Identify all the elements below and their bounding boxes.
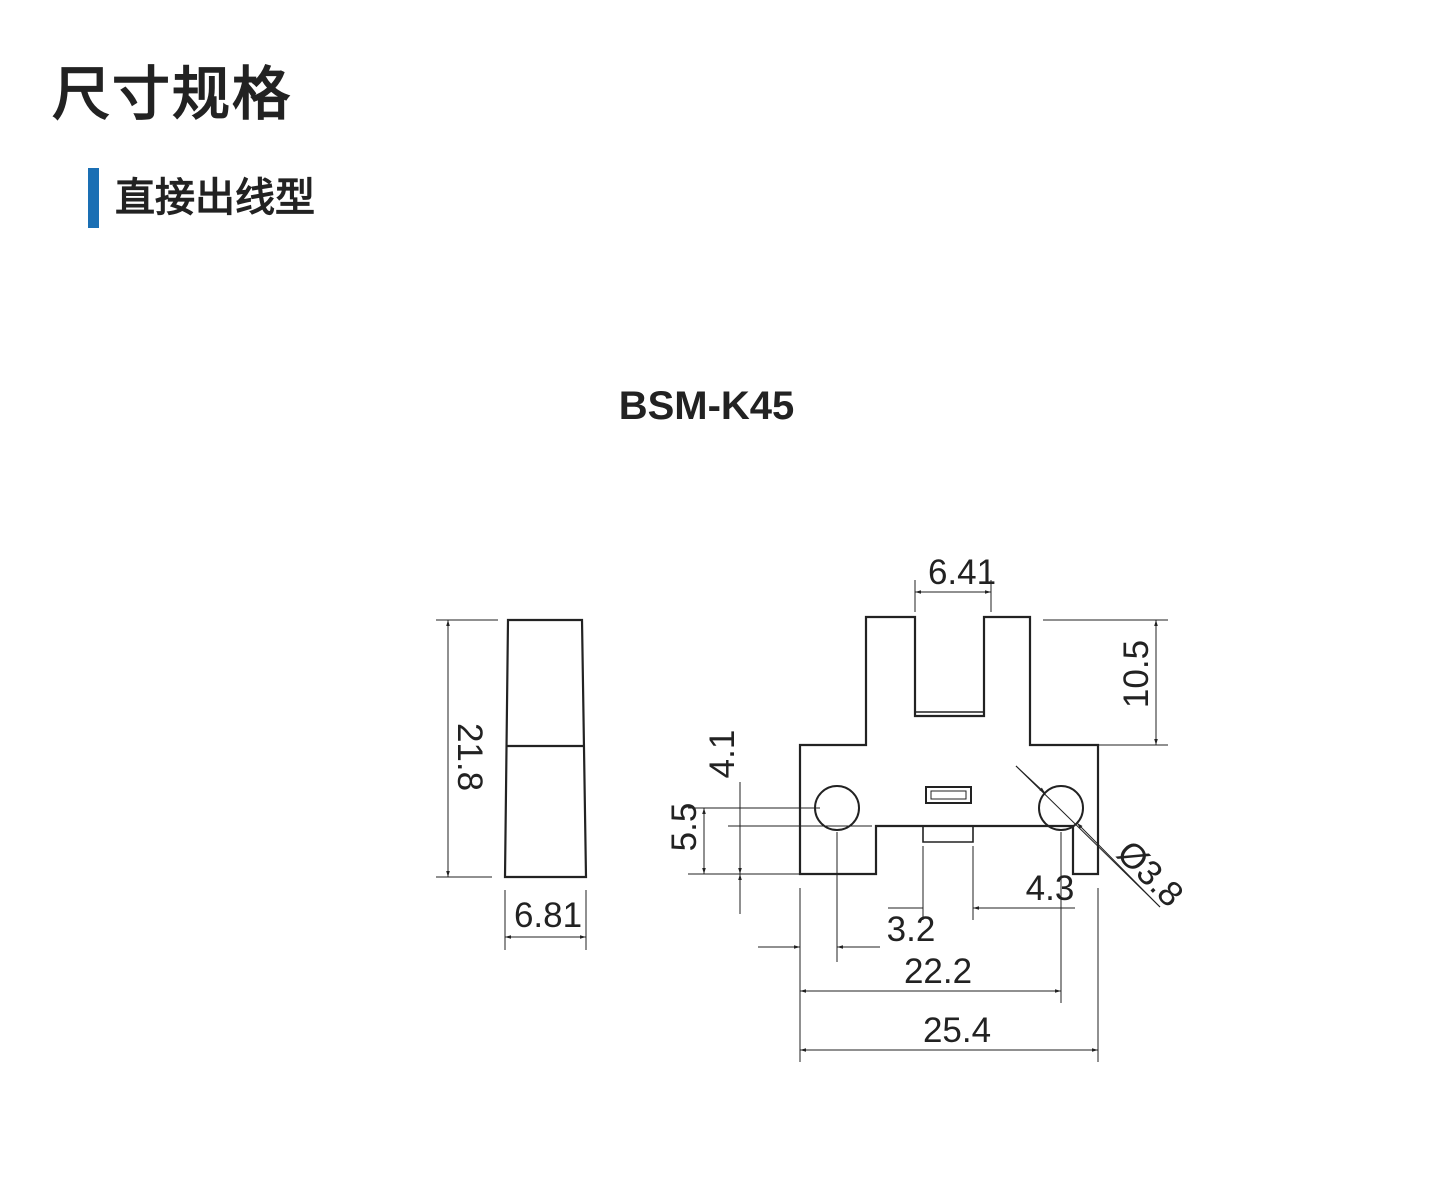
- section-accent-bar: [88, 168, 99, 228]
- front-view: [688, 580, 1168, 1062]
- dim-label-hole-pitch: 22.2: [904, 952, 972, 991]
- dim-label-side-height: 21.8: [450, 723, 489, 791]
- side-view: [436, 618, 588, 950]
- dim-label-hole-diameter: Ø3.8: [1110, 833, 1191, 914]
- side-view-body: [503, 618, 588, 879]
- section-title: 直接出线型: [115, 175, 315, 221]
- dim-label-connector-width: 3.2: [887, 910, 936, 949]
- model-title: BSM-K45: [618, 384, 795, 428]
- dim-label-hole-bottom-offset: 5.5: [665, 803, 704, 852]
- mounting-hole-right: [1038, 785, 1084, 831]
- led-window: [925, 786, 972, 804]
- cable-connector: [922, 826, 974, 843]
- dim-label-slot-width: 6.41: [928, 553, 996, 592]
- dim-label-total-width: 25.4: [923, 1011, 991, 1050]
- mounting-hole-left: [814, 785, 860, 831]
- dim-label-hole-top-offset: 4.1: [703, 730, 742, 779]
- dim-label-arm-height: 10.5: [1117, 640, 1156, 708]
- page-title: 尺寸规格: [52, 60, 293, 128]
- dim-label-connector-offset: 4.3: [1026, 869, 1075, 908]
- dim-label-side-width: 6.81: [514, 896, 582, 935]
- front-view-body: [798, 615, 1100, 876]
